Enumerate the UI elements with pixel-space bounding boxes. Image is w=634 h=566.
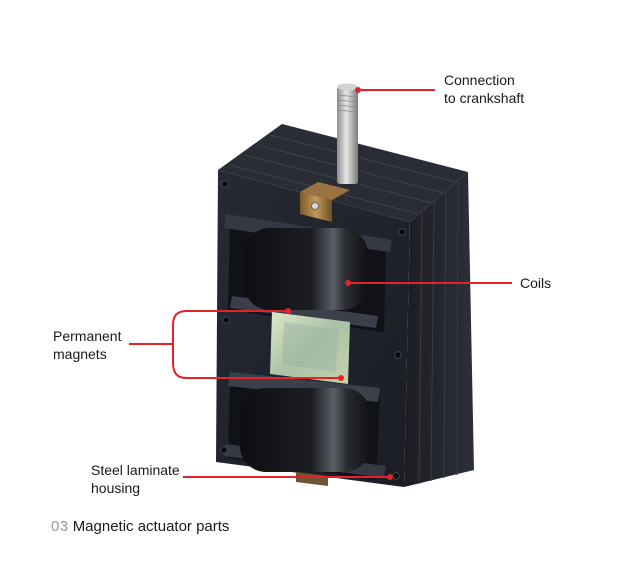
housing-side-face	[404, 172, 474, 487]
label-connection-line2: to crankshaft	[444, 90, 525, 106]
brass-connector-top	[300, 182, 350, 200]
lamination-side-lines	[418, 180, 459, 485]
label-coils: Coils	[520, 274, 551, 292]
label-coils-text: Coils	[520, 275, 552, 291]
leader-lines	[129, 89, 512, 478]
permanent-magnet-highlight	[282, 322, 338, 372]
label-magnets: Permanent magnets	[53, 327, 121, 363]
shaft-thread	[337, 94, 358, 113]
label-magnets-line2: magnets	[53, 346, 107, 362]
leader-endpoints	[285, 87, 393, 480]
label-connection-line1: Connection	[444, 72, 515, 88]
label-connection: Connection to crankshaft	[444, 71, 524, 107]
crankshaft-rod-top	[337, 83, 358, 91]
caption-number: 03	[51, 518, 69, 535]
caption-text: Magnetic actuator parts	[72, 518, 230, 535]
label-housing-line1: Steel laminate	[91, 462, 180, 478]
label-housing-line2: housing	[91, 480, 141, 496]
upper-coil	[244, 228, 368, 310]
lower-coil	[240, 388, 370, 472]
label-housing: Steel laminate housing	[91, 461, 180, 497]
bottom-tab	[296, 472, 328, 486]
housing-screws	[220, 180, 406, 480]
connector-screw	[311, 202, 319, 210]
label-magnets-line1: Permanent	[53, 328, 122, 344]
leader-magnets	[129, 310, 341, 379]
